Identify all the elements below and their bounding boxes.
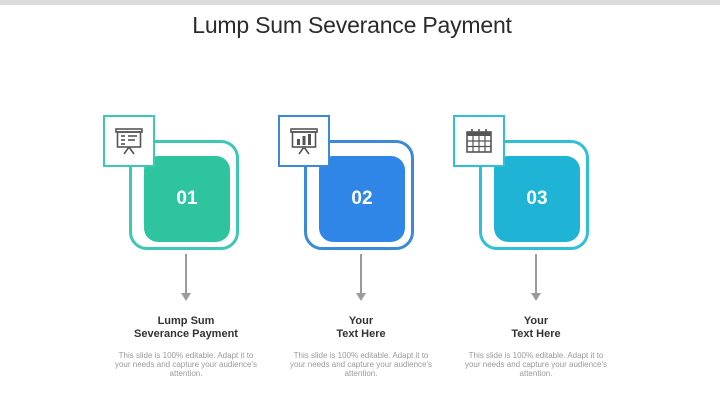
step-3-number-tile: 03 — [494, 156, 580, 242]
step-3-number: 03 — [526, 188, 548, 209]
step-1-heading-line1: Lump Sum — [157, 315, 215, 327]
bar-chart-board-icon — [290, 128, 318, 155]
step-3: 03 Your Text Here This slide is 100% edi… — [450, 0, 610, 404]
step-1: 01 Lump Sum Severance Payment This slide… — [100, 0, 260, 404]
step-2-arrowhead — [356, 293, 366, 301]
step-1-icon-box — [103, 115, 155, 167]
step-2-number: 02 — [351, 188, 373, 209]
step-2: 02 Your Text Here This slide is 100% edi… — [275, 0, 435, 404]
step-3-arrowhead — [531, 293, 541, 301]
step-2-heading: Your Text Here — [275, 315, 447, 341]
step-2-connector — [360, 254, 362, 294]
step-1-heading-line2: Severance Payment — [134, 328, 238, 340]
step-3-description: This slide is 100% editable. Adapt it to… — [464, 351, 608, 378]
step-2-description: This slide is 100% editable. Adapt it to… — [289, 351, 433, 378]
step-1-connector — [185, 254, 187, 294]
step-2-heading-line2: Text Here — [336, 328, 386, 340]
step-1-arrowhead — [181, 293, 191, 301]
step-3-heading-line1: Your — [523, 315, 549, 327]
step-3-connector — [535, 254, 537, 294]
step-1-number: 01 — [176, 188, 198, 209]
top-divider — [0, 0, 720, 5]
step-1-heading: Lump Sum Severance Payment — [100, 315, 272, 341]
calendar-grid-icon — [466, 129, 492, 153]
presentation-board-icon — [115, 128, 143, 155]
step-1-description: This slide is 100% editable. Adapt it to… — [114, 351, 258, 378]
step-3-heading: Your Text Here — [450, 315, 622, 341]
slide-title: Lump Sum Severance Payment — [192, 12, 512, 38]
step-3-heading-line2: Text Here — [511, 328, 561, 340]
step-2-heading-line1: Your — [348, 315, 374, 327]
step-2-number-tile: 02 — [319, 156, 405, 242]
step-1-number-tile: 01 — [144, 156, 230, 242]
step-3-icon-box — [453, 115, 505, 167]
step-2-icon-box — [278, 115, 330, 167]
